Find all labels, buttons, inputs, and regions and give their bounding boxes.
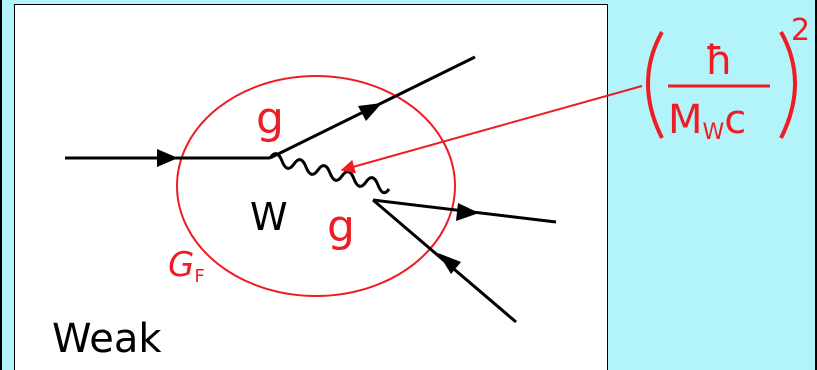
propagator-formula: ħ MWc 2 (646, 13, 810, 145)
coupling-label-bottom: g (327, 201, 355, 252)
formula-denominator: MWc (668, 97, 746, 145)
formula-numerator: ħ (705, 38, 733, 84)
boson-label: W (250, 195, 288, 239)
formula-denominator-tail: c (724, 97, 746, 143)
formula-exponent: 2 (791, 13, 810, 48)
outgoing-fermion-arrow-bottom (456, 203, 479, 221)
contact-interaction-ellipse (176, 75, 456, 297)
formula-left-paren (646, 31, 664, 139)
fermi-constant-subscript: F (194, 266, 204, 287)
formula-right-paren (779, 31, 797, 139)
fermi-constant-symbol: G (168, 245, 194, 285)
w-boson-propagator (268, 152, 391, 195)
antifermion-arrow (438, 253, 461, 274)
formula-pointer-arrow (340, 85, 643, 174)
outgoing-fermion-arrow-top (358, 103, 382, 121)
incoming-fermion-arrow (157, 149, 178, 167)
formula-denominator-main: M (668, 97, 703, 143)
diagram-panel (14, 4, 608, 370)
coupling-label-top: g (256, 93, 284, 144)
interaction-label: Weak (52, 316, 162, 362)
formula-denominator-subscript: W (703, 120, 725, 145)
fermi-constant-label: GF (168, 245, 205, 287)
